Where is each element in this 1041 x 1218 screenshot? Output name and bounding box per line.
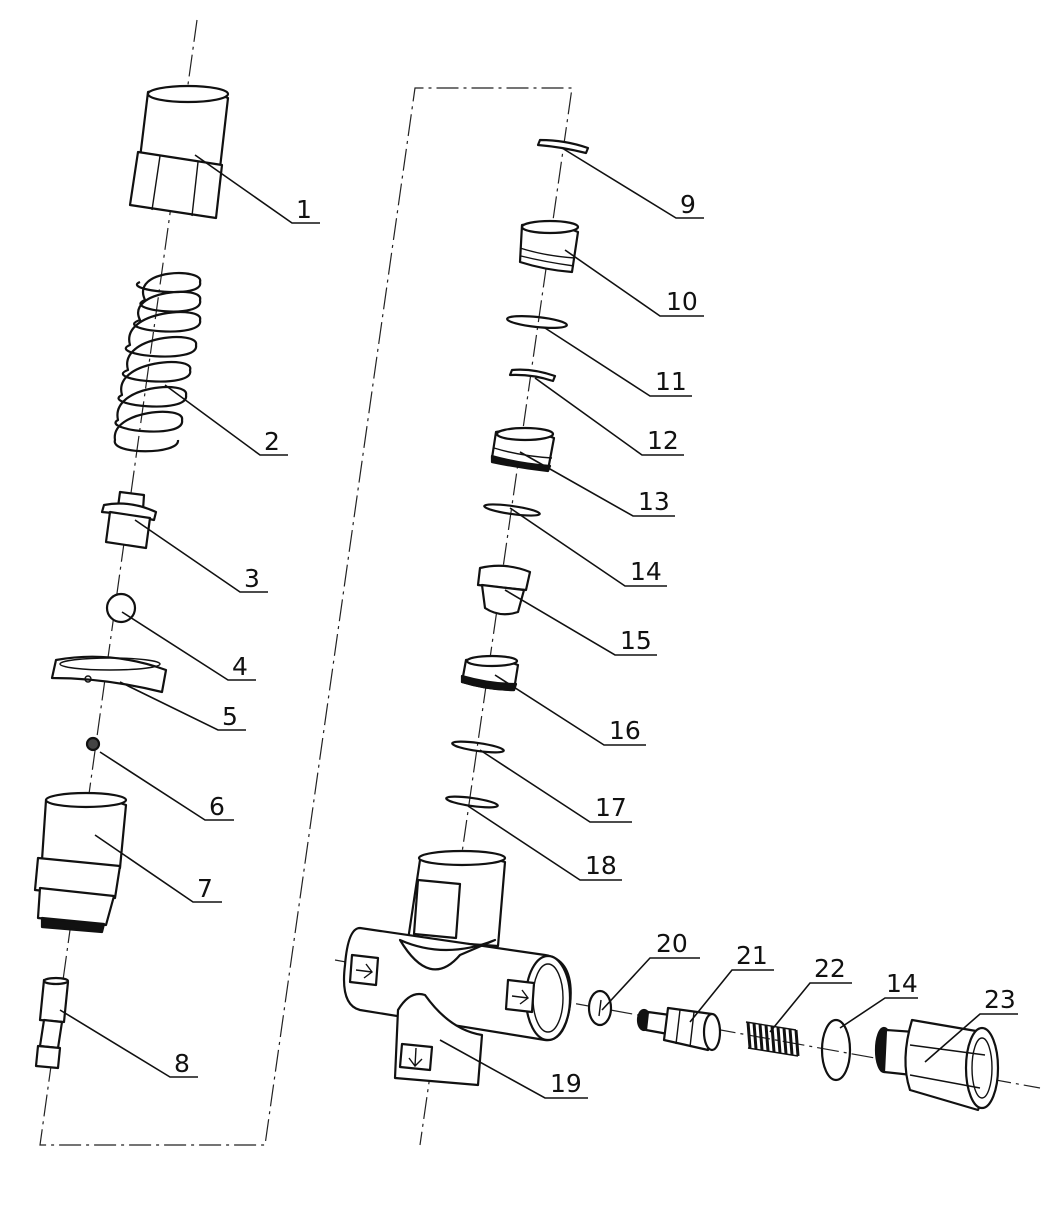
callout-13: 13	[638, 487, 670, 516]
callout-15: 15	[620, 626, 652, 655]
part-5-ring	[50, 655, 168, 694]
part-15-valve-seat	[476, 564, 532, 616]
callout-6: 6	[209, 792, 225, 821]
callout-23: 23	[984, 985, 1016, 1014]
part-9-washer	[536, 138, 590, 155]
callout-7: 7	[197, 874, 213, 903]
part-14-oring	[483, 503, 541, 517]
part-3-sleeve	[100, 490, 158, 550]
callouts: 1 2 3 4 5 6 7 8 9 10 11 12 13 14 15 16 1…	[59, 147, 1018, 1099]
callout-8: 8	[174, 1049, 190, 1078]
callout-10: 10	[666, 287, 698, 316]
callout-12: 12	[647, 426, 679, 455]
callout-9: 9	[680, 190, 696, 219]
callout-17: 17	[595, 793, 627, 822]
callout-21: 21	[736, 941, 768, 970]
part-12-washer	[508, 368, 557, 383]
callout-19: 19	[550, 1069, 582, 1098]
callout-11: 11	[655, 367, 687, 396]
part-18-washer	[445, 795, 499, 809]
part-14-oring-2	[820, 1018, 852, 1082]
part-16-bushing	[460, 654, 520, 692]
part-23-hex-nut	[874, 1018, 1000, 1112]
callout-5: 5	[222, 702, 238, 731]
part-11-oring	[506, 315, 568, 329]
callout-16: 16	[609, 716, 641, 745]
callout-20: 20	[656, 929, 688, 958]
part-19-cross-body	[342, 849, 572, 1087]
callout-3: 3	[244, 564, 260, 593]
part-2-spring	[113, 271, 202, 453]
callout-22: 22	[814, 954, 846, 983]
callout-2: 2	[264, 427, 280, 456]
part-10-cap	[518, 219, 580, 274]
part-20-washer	[587, 989, 613, 1027]
part-22-spring	[745, 1021, 800, 1057]
callout-14: 14	[630, 557, 662, 586]
part-6-small-ball	[85, 736, 101, 752]
part-13-seat	[490, 426, 556, 473]
callout-4: 4	[232, 652, 248, 681]
part-7-body	[33, 791, 128, 934]
part-1-hex-fitting	[128, 84, 230, 220]
callout-18: 18	[585, 851, 617, 880]
part-8-pin	[34, 976, 70, 1070]
part-17-oring	[451, 740, 505, 754]
part-21-valve-stem	[636, 1006, 722, 1052]
callout-14-second: 14	[886, 969, 918, 998]
callout-1: 1	[296, 195, 312, 224]
